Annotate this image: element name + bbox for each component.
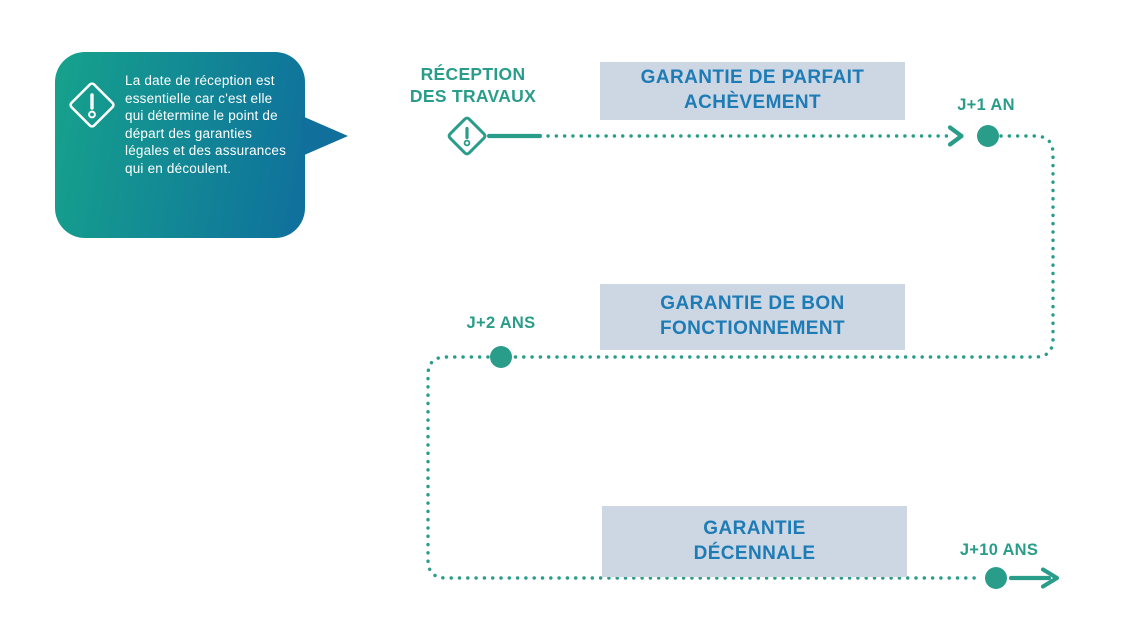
alert-diamond-icon (69, 82, 115, 128)
callout-tail (302, 116, 348, 156)
milestone-dot-j10 (985, 567, 1007, 589)
arrow-chevron-icon (947, 125, 964, 147)
milestone-label-j10: J+10 ANS (959, 541, 1039, 559)
milestone-dot-j1 (977, 125, 999, 147)
phase-box-garantie-decennale: GARANTIE DÉCENNALE (602, 506, 907, 577)
milestone-label-j2: J+2 ANS (466, 314, 536, 332)
milestone-dot-j2 (490, 346, 512, 368)
callout-bubble: La date de réception est essentielle car… (55, 52, 348, 238)
phase-label: GARANTIE DE BON FONCTIONNEMENT (659, 293, 846, 339)
phase-label: GARANTIE DE PARFAIT ACHÈVEMENT (640, 67, 865, 113)
timeline-dotted-segment-2 (512, 134, 1055, 359)
phase-label: GARANTIE DÉCENNALE (693, 517, 816, 564)
arrow-head-icon (1040, 567, 1060, 589)
timeline-start-label: RÉCEPTION DES TRAVAUX (409, 64, 537, 106)
alert-diamond-icon (447, 116, 487, 156)
phase-box-garantie-bon-fonctionnement: GARANTIE DE BON FONCTIONNEMENT (600, 284, 905, 350)
callout-text: La date de réception est essentielle car… (125, 73, 287, 176)
milestone-label-j1: J+1 AN (957, 96, 1015, 114)
phase-box-garantie-parfait-achevement: GARANTIE DE PARFAIT ACHÈVEMENT (600, 62, 905, 120)
timeline-dotted-segment-3 (426, 355, 984, 580)
